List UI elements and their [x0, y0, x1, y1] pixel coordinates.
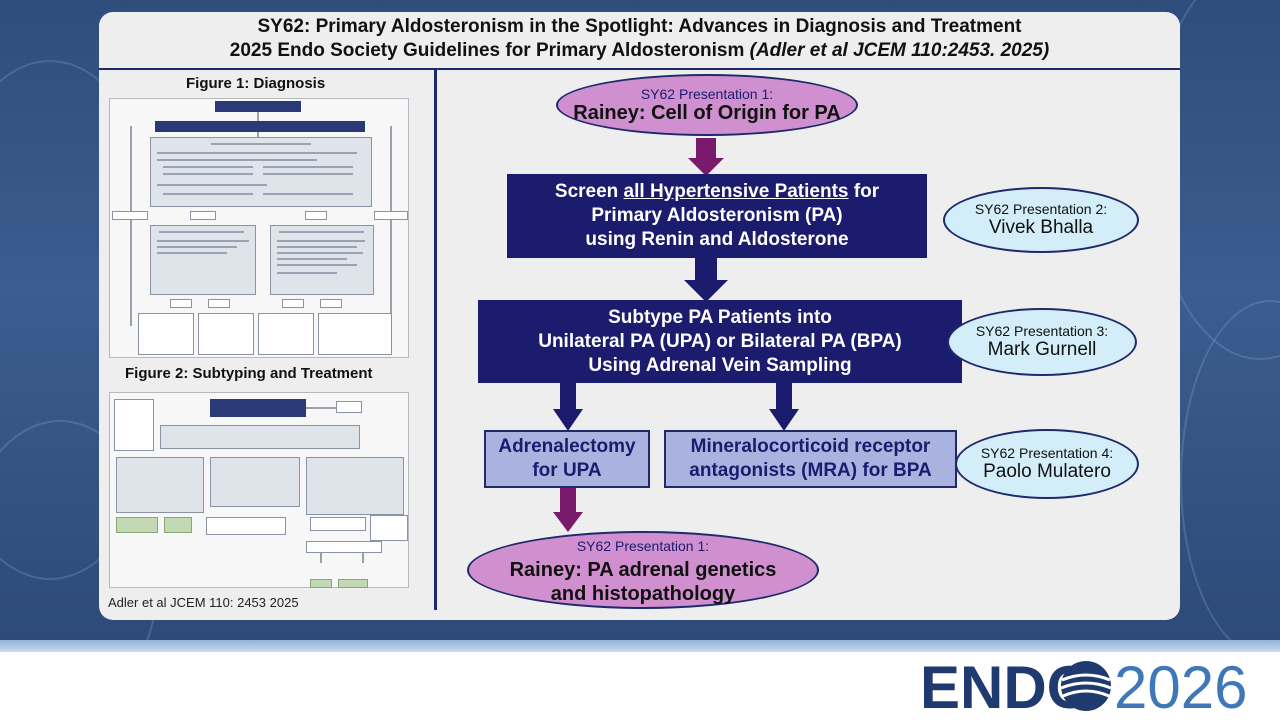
presentation-1-bottom-label: SY62 Presentation 1: — [576, 538, 710, 554]
mra-line-1: Mineralocorticoid receptor — [690, 436, 931, 457]
thumb-genetic-box — [114, 399, 154, 451]
screen-suffix: for — [848, 181, 880, 202]
title-divider — [99, 68, 1180, 70]
thumb-false-positive-box — [150, 225, 256, 295]
subtype-box: Subtype PA Patients into Unilateral PA (… — [478, 300, 962, 383]
screen-line-3: using Renin and Aldosterone — [585, 229, 849, 250]
background-vein — [1180, 300, 1280, 648]
screen-line-2: Primary Aldosteronism (PA) — [591, 205, 843, 226]
thumb-connector — [257, 112, 259, 122]
thumb-pa-likely-box — [198, 313, 254, 355]
thumb-mra-trial-box — [116, 517, 158, 533]
title-citation: (Adler et al JCEM 110:2453. 2025) — [749, 40, 1050, 61]
presentation-3-label: SY62 Presentation 3: — [975, 323, 1109, 339]
thumb-retest-left — [112, 211, 148, 220]
title-guidelines-text: 2025 Endo Society Guidelines for Primary… — [229, 40, 745, 61]
presentation-3-speaker: Mark Gurnell — [987, 339, 1097, 360]
footer-stripe — [0, 640, 1280, 652]
thumb-no — [305, 211, 327, 220]
figure1-title: Figure 1: Diagnosis — [186, 75, 326, 92]
arrow-to-subtype — [684, 256, 728, 302]
presentation-2-label: SY62 Presentation 2: — [974, 201, 1108, 217]
thumb-intermediate-box — [210, 457, 300, 507]
screen-underlined: all Hypertensive Patients — [623, 181, 849, 202]
thumb-mra-box — [164, 517, 192, 533]
presentation-4-speaker: Paolo Mulatero — [983, 461, 1111, 482]
figure1-diagnosis-thumbnail — [109, 98, 409, 358]
subtype-line-3: Using Adrenal Vein Sampling — [588, 354, 852, 376]
thumb-connector — [320, 553, 322, 563]
presentation-2-oval: SY62 Presentation 2: Vivek Bhalla — [943, 187, 1139, 253]
figure2-title: Figure 2: Subtyping and Treatment — [125, 365, 373, 382]
thumb-note-box — [370, 515, 408, 541]
presentation-4-label: SY62 Presentation 4: — [980, 445, 1114, 461]
adrenalectomy-line-2: for UPA — [532, 460, 602, 481]
screen-box: Screen all Hypertensive Patients for Pri… — [507, 174, 927, 258]
screen-prefix: Screen — [554, 181, 624, 202]
logo-year: 2026 — [1114, 656, 1247, 714]
thumb-probability-box — [160, 425, 360, 449]
thumb-node — [215, 101, 301, 112]
panel-divider — [434, 70, 437, 610]
thumb-withdraw-box — [138, 313, 194, 355]
thumb-suppression-box — [206, 517, 286, 535]
thumb-criteria-box — [150, 137, 372, 207]
slide-title-line-1: SY62: Primary Aldosteronism in the Spotl… — [257, 16, 1022, 37]
presentation-3-oval: SY62 Presentation 3: Mark Gurnell — [947, 308, 1137, 376]
subtype-line-2: Unilateral PA (UPA) or Bilateral PA (BPA… — [538, 330, 902, 352]
endo-2026-logo: ENDO 2026 — [920, 656, 1247, 714]
presentation-2-speaker: Vivek Bhalla — [988, 217, 1094, 238]
mra-box: Mineralocorticoid receptor antagonists (… — [664, 430, 957, 488]
endo-globe-icon — [1060, 661, 1112, 711]
slide-title-line-2: 2025 Endo Society Guidelines for Primary… — [99, 40, 1180, 62]
subtype-line-1: Subtype PA Patients into — [608, 306, 832, 328]
presentation-1-title: Rainey: Cell of Origin for PA — [573, 101, 841, 124]
presentation-1-top-oval: SY62 Presentation 1: Rainey: Cell of Ori… — [556, 74, 858, 136]
thumb-yes — [320, 299, 342, 308]
adrenalectomy-line-1: Adrenalectomy — [498, 436, 636, 457]
thumb-connector — [390, 126, 392, 326]
thumb-surgery-box — [338, 579, 368, 588]
arrow-to-screen — [688, 138, 724, 176]
thumb-pa-unlikely-box — [258, 313, 314, 355]
genetics-line-1: Rainey: PA adrenal genetics — [509, 559, 777, 581]
thumb-connector — [257, 132, 259, 138]
thumb-node — [155, 121, 365, 132]
thumb-correct-box — [318, 313, 392, 355]
thumb-high-box — [306, 457, 404, 515]
adrenalectomy-box: Adrenalectomy for UPA — [484, 430, 650, 488]
arrow-to-mra — [769, 381, 799, 431]
figure2-subtyping-thumbnail — [109, 392, 409, 588]
presentation-1-bottom-oval: SY62 Presentation 1: Rainey: PA adrenal … — [467, 531, 819, 609]
figure-credit: Adler et al JCEM 110: 2453 2025 — [108, 595, 299, 610]
thumb-no — [282, 299, 304, 308]
thumb-connector — [306, 407, 336, 409]
thumb-yes — [170, 299, 192, 308]
thumb-node — [210, 399, 306, 417]
thumb-connector — [362, 553, 364, 563]
thumb-no — [208, 299, 230, 308]
thumb-false-negative-box — [270, 225, 374, 295]
arrow-to-genetics — [553, 488, 583, 532]
thumb-mra-box — [310, 579, 332, 588]
screen-line-1: Screen all Hypertensive Patients for — [555, 180, 879, 204]
thumb-adrenal-ct-box — [310, 517, 366, 531]
thumb-connector — [130, 126, 132, 326]
presentation-1-label: SY62 Presentation 1: — [640, 85, 774, 102]
presentation-4-oval: SY62 Presentation 4: Paolo Mulatero — [955, 429, 1139, 499]
thumb-yes — [190, 211, 216, 220]
slide-panel: SY62: Primary Aldosteronism in the Spotl… — [99, 12, 1180, 620]
thumb-mra-box — [336, 401, 362, 413]
arrow-to-adrenalectomy — [553, 381, 583, 431]
thumb-avs-box — [306, 541, 382, 553]
thumb-retest-right — [374, 211, 408, 220]
thumb-low-box — [116, 457, 204, 513]
genetics-line-2: and histopathology — [550, 583, 736, 605]
mra-line-2: antagonists (MRA) for BPA — [689, 460, 932, 481]
